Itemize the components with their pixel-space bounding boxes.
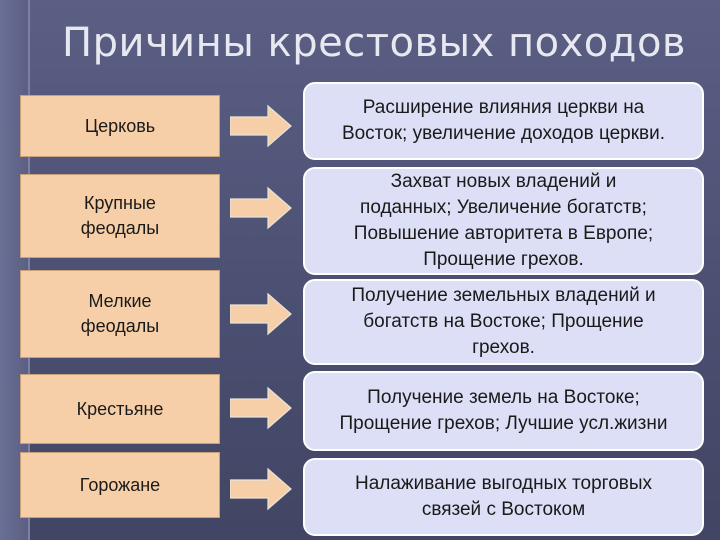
result-line: Прощение грехов; Лучшие усл.жизни (339, 413, 668, 434)
slide-title: Причины крестовых походов (62, 20, 686, 66)
arrow-icon (230, 467, 292, 511)
arrow-icon (230, 186, 292, 230)
group-label-line: Горожане (79, 474, 161, 495)
arrow-icon (230, 104, 292, 148)
result-box-church: Расширение влияния церкви на Восток; уве… (303, 82, 704, 160)
group-box-large-feudals: Крупные феодалы (20, 174, 220, 258)
group-label-line: Мелкие (88, 291, 152, 311)
result-line: богатств на Востоке; Прощение (363, 311, 644, 332)
arrow-icon (230, 292, 292, 336)
group-label-line: Церковь (84, 115, 156, 136)
result-line: Повышение авторитета в Европе; (353, 223, 654, 244)
result-line: Налаживание выгодных торговых (354, 473, 653, 494)
group-box-small-feudals: Мелкие феодалы (20, 270, 220, 358)
result-box-large-feudals: Захват новых владений и поданных; Увелич… (303, 167, 704, 275)
result-box-small-feudals: Получение земельных владений и богатств … (303, 279, 704, 365)
result-box-townspeople: Налаживание выгодных торговых связей с В… (303, 458, 704, 536)
group-label-line: феодалы (80, 218, 160, 238)
group-box-townspeople: Горожане (20, 452, 220, 518)
result-line: Получение земель на Востоке; (367, 387, 640, 408)
result-line: связей с Востоком (421, 499, 586, 520)
group-label-line: Крестьяне (76, 398, 164, 419)
result-box-peasants: Получение земель на Востоке; Прощение гр… (303, 371, 704, 451)
result-line: Получение земельных владений и (351, 285, 656, 306)
result-line: грехов. (472, 337, 535, 358)
group-box-peasants: Крестьяне (20, 374, 220, 444)
result-line: Восток; увеличение доходов церкви. (341, 123, 666, 144)
group-label-line: феодалы (80, 316, 160, 336)
group-label-line: Крупные (84, 193, 156, 213)
result-line: Расширение влияния церкви на (362, 97, 645, 118)
arrow-icon (230, 386, 292, 430)
result-line: поданных; Увеличение богатств; (360, 197, 647, 218)
result-line: Захват новых владений и (390, 171, 617, 192)
group-box-church: Церковь (20, 95, 220, 157)
result-line: Прощение грехов. (423, 249, 584, 270)
